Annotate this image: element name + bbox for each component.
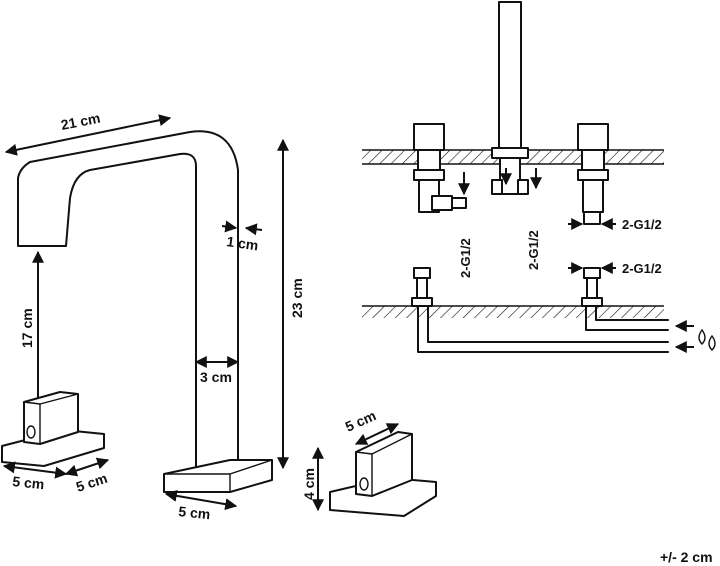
spout-column: [491, 1, 542, 195]
dim-handle-left-width: 5 cm: [2, 461, 68, 492]
handle-left-drawing: [1, 391, 105, 467]
dim-column-width: 3 cm: [194, 356, 240, 385]
spout-base: [163, 459, 273, 493]
valve-left: [413, 123, 470, 213]
label-connection-center: 2-G1/2: [526, 230, 541, 270]
spout-drawing: [17, 130, 273, 493]
handle-left-indicator: [26, 425, 36, 439]
label-handle-height: 4 cm: [301, 468, 317, 500]
supply-pipes: 2-G1/2: [362, 261, 694, 353]
water-drops-icon: [698, 328, 716, 351]
label-handle-base-depth: 5 cm: [74, 470, 109, 495]
handle-right-indicator: [359, 477, 369, 491]
label-handle-base-width: 5 cm: [12, 473, 45, 492]
dim-base-width: 5 cm: [164, 489, 238, 522]
label-connection-right: 2-G1/2: [622, 217, 662, 232]
label-total-height: 23 cm: [289, 278, 305, 318]
label-connection-left: 2-G1/2: [458, 238, 473, 278]
valve-right: [568, 123, 616, 230]
dim-total-height: 23 cm: [277, 138, 305, 470]
label-spout-reach: 21 cm: [60, 110, 102, 133]
label-spout-thickness: 1 cm: [226, 233, 260, 253]
label-handle-top-width: 5 cm: [343, 407, 379, 435]
installation-diagram: 2-G1/2 2-G1/2 2-G1/2 2-G1/2: [362, 1, 716, 353]
handle-right-drawing: [329, 431, 437, 517]
dim-handle-left-depth: 5 cm: [64, 457, 109, 495]
label-spout-clearance: 17 cm: [19, 308, 35, 348]
tolerance-note: +/- 2 cm: [660, 549, 713, 565]
dim-spout-thickness: 1 cm: [221, 220, 263, 253]
label-column-width: 3 cm: [200, 369, 232, 385]
label-connection-lower: 2-G1/2: [622, 261, 662, 276]
dim-handle-right-height: 4 cm: [301, 446, 324, 512]
handle-left-body: [23, 391, 79, 445]
label-base-width: 5 cm: [178, 503, 211, 522]
dim-spout-reach: 21 cm: [4, 110, 172, 156]
